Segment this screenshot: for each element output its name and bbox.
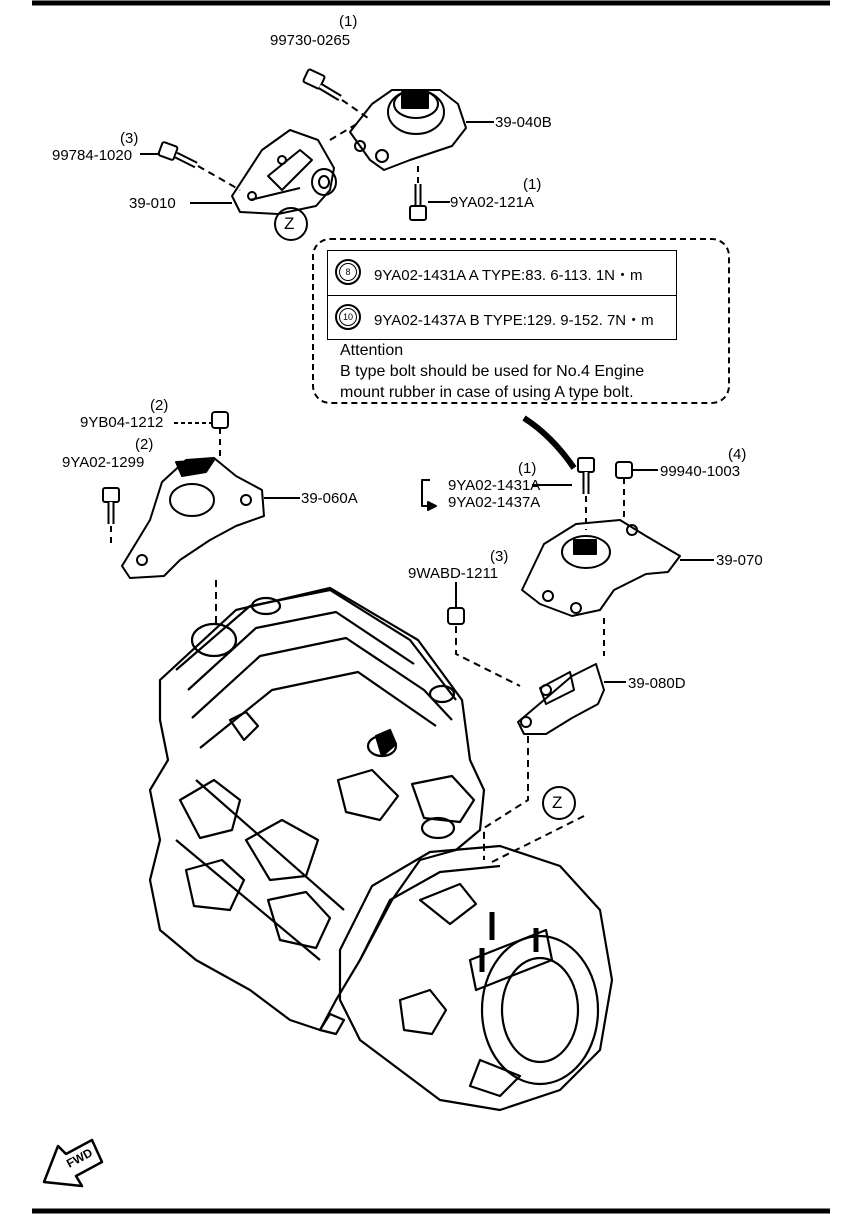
nut-99940-1003[interactable] (615, 461, 633, 479)
qty-9YA02-1299: (2) (135, 436, 154, 453)
label-39-010: 39-010 (129, 195, 176, 212)
mount-39-070[interactable] (521, 519, 681, 617)
bolt-9YA02-121A[interactable] (409, 184, 427, 221)
attention-title: Attention (340, 342, 404, 359)
label-39-060A: 39-060A (301, 490, 358, 507)
bolt-99730-0265[interactable] (302, 68, 342, 102)
label-9WABD-1211: 9WABD-1211 (408, 565, 499, 582)
qty-99940-1003: (4) (728, 446, 747, 463)
nut-9YB04-1212[interactable] (211, 411, 229, 429)
fwd-arrow-icon (42, 1138, 104, 1188)
torque-row-a: 8 9YA02-1431A A TYPE:83. 6-113. 1N・m (328, 251, 676, 295)
bolt-99784-1020[interactable] (157, 141, 198, 169)
torque-text-b: 9YA02-1437A B TYPE:129. 9-152. 7N・m (374, 312, 654, 329)
transmission-housing (338, 844, 614, 1112)
nut-9WABD-1211[interactable] (447, 607, 465, 625)
label-9YA02-121A: 9YA02-121A (450, 194, 534, 211)
engine-block (148, 586, 486, 1036)
label-9YA02-1437A: 9YA02-1437A (448, 494, 541, 511)
qty-9YA02-1431A: (1) (518, 460, 537, 477)
label-39-080D: 39-080D (628, 675, 686, 692)
torque-badge-8: 8 (335, 259, 361, 285)
mount-39-060A[interactable] (121, 457, 265, 579)
label-39-070: 39-070 (716, 552, 763, 569)
label-99784-1020: 99784-1020 (52, 147, 133, 164)
callout-z-top: Z (284, 214, 295, 233)
label-9YA02-1299: 9YA02-1299 (62, 454, 145, 471)
label-99940-1003: 99940-1003 (660, 463, 741, 480)
qty-9WABD-1211: (3) (490, 548, 509, 565)
label-39-040B: 39-040B (495, 114, 552, 131)
attention-line-2: mount rubber in case of using A type bol… (340, 384, 634, 401)
torque-text-a: 9YA02-1431A A TYPE:83. 6-113. 1N・m (374, 267, 643, 284)
label-9YA02-1431A: 9YA02-1431A (448, 477, 541, 494)
torque-badge-10: 10 (335, 304, 361, 330)
label-99730-0265: 99730-0265 (270, 32, 351, 49)
qty-9YA02-121A: (1) (523, 176, 542, 193)
qty-9YB04-1212: (2) (150, 397, 169, 414)
torque-spec-box: 8 9YA02-1431A A TYPE:83. 6-113. 1N・m 10 … (312, 238, 730, 404)
bracket-39-010[interactable] (231, 129, 337, 215)
label-9YB04-1212: 9YB04-1212 (80, 414, 164, 431)
qty-99784-1020: (3) (120, 130, 139, 147)
torque-table: 8 9YA02-1431A A TYPE:83. 6-113. 1N・m 10 … (327, 250, 677, 340)
bracket-39-080D[interactable] (517, 663, 605, 735)
attention-line-1: B type bolt should be used for No.4 Engi… (340, 363, 645, 380)
torque-row-b: 10 9YA02-1437A B TYPE:129. 9-152. 7N・m (328, 295, 676, 340)
mount-39-040B[interactable] (349, 89, 467, 171)
bolt-9YA02-1299[interactable] (102, 487, 120, 524)
qty-99730-0265: (1) (339, 13, 358, 30)
callout-z-bottom: Z (552, 793, 563, 812)
bolt-9YA02-1431A[interactable] (577, 457, 595, 494)
